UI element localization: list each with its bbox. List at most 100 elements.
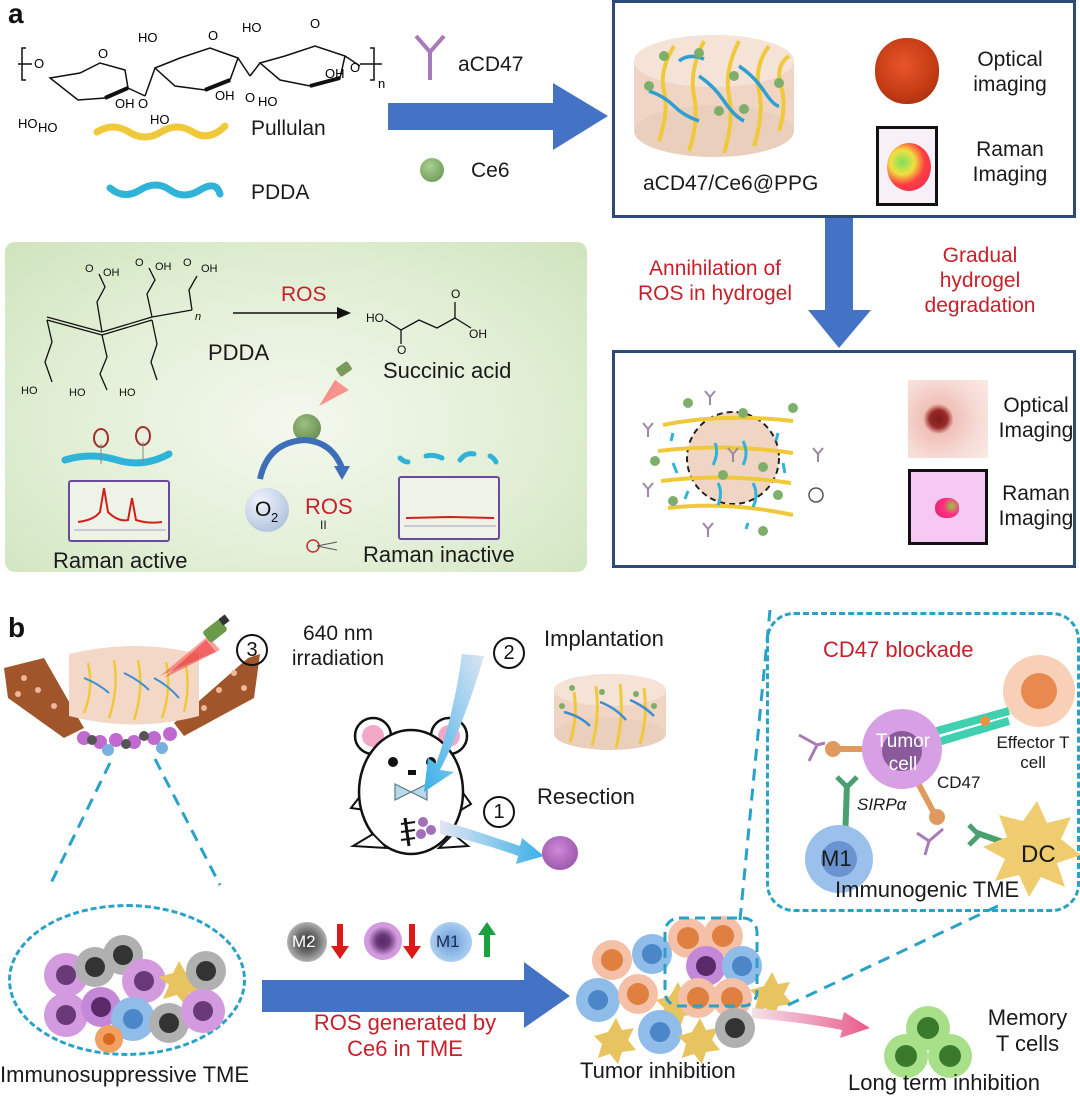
svg-text:O: O <box>135 257 144 269</box>
svg-text:OH: OH <box>115 96 135 111</box>
chem-o: O <box>34 56 44 71</box>
svg-text:HO: HO <box>119 387 136 399</box>
svg-text:HO: HO <box>21 385 38 397</box>
ros-reaction-arrow <box>233 307 351 319</box>
ros-treatment-arrow <box>262 962 570 1028</box>
pdda-structure: O OH O OH O OH HO HO HO n <box>21 257 218 399</box>
raman-image-intact <box>876 126 938 206</box>
tumor-decrease-arrow <box>403 924 421 959</box>
panel-b-letter: b <box>8 612 26 643</box>
resected-tumor-icon <box>542 836 578 870</box>
irradiation-label: 640 nm irradiation <box>291 622 385 671</box>
equals-sign: II <box>320 518 327 532</box>
step-1-badge: 1 <box>483 796 515 828</box>
mouse-illustration <box>349 716 473 856</box>
degraded-hydrogel-illustration <box>642 390 824 537</box>
hydrogel-name: aCD47/Ce6@PPG <box>643 172 819 195</box>
step-3-badge: 3 <box>236 634 268 666</box>
ros-arrow-label: ROS <box>281 283 327 306</box>
svg-text:HO: HO <box>258 94 278 109</box>
pullulan-strand-icon <box>93 122 229 141</box>
svg-text:OH: OH <box>215 88 235 103</box>
optical-imaging-label-2: Optical Imaging <box>998 394 1074 443</box>
hydrogel-box: aCD47/Ce6@PPG Optical imaging Raman Imag… <box>612 0 1076 218</box>
tumor-inhibition-cluster <box>576 916 792 1064</box>
panel-a-letter: a <box>8 0 24 29</box>
zoom-lines-right <box>738 609 1001 1007</box>
svg-text:O: O <box>98 46 108 61</box>
svg-text:O: O <box>245 90 255 105</box>
svg-text:OH: OH <box>155 261 172 273</box>
raman-spectrum-active <box>68 480 170 542</box>
ros-generated-tme-label: ROS generated by Ce6 in TME <box>313 1010 497 1062</box>
svg-text:OH: OH <box>469 327 487 341</box>
svg-text:n: n <box>195 311 201 323</box>
degradation-arrow <box>808 218 871 348</box>
implantation-arrow <box>424 654 484 792</box>
implanted-hydrogel-site <box>4 646 260 756</box>
m1-label: M1 <box>821 846 852 871</box>
succinic-acid-label: Succinic acid <box>383 358 512 383</box>
fragmented-pdda <box>397 451 499 465</box>
energy-transfer-arrow <box>257 436 350 480</box>
raman-inactive-label: Raman inactive <box>363 542 515 567</box>
ros-generated-label: ROS <box>305 494 353 519</box>
resection-label: Resection <box>537 784 635 809</box>
raman-imaging-label-1: Raman Imaging <box>972 138 1048 187</box>
ce6-icon <box>420 158 444 182</box>
cd47-blockade-label: CD47 blockade <box>823 637 974 662</box>
svg-text:OH: OH <box>201 263 218 275</box>
effector-t-cell-label: Effector T cell <box>996 733 1070 773</box>
pdda-reactant-label: PDDA <box>208 340 270 365</box>
laser-640nm-icon <box>160 614 230 678</box>
raman-imaging-label-2: Raman Imaging <box>998 482 1074 531</box>
m1-cell-icon-small: M1 <box>430 922 472 962</box>
hydrogel-implant-icon <box>554 674 666 750</box>
svg-text:HO: HO <box>69 387 86 399</box>
oxygen-molecule: O 2 <box>245 488 289 532</box>
immunogenic-tme-box: CD47 blockade Tumor cell Effector T cell… <box>766 612 1080 912</box>
laser-icon <box>319 361 352 408</box>
raman-image-degraded <box>908 469 988 545</box>
cd47-label: CD47 <box>937 773 981 792</box>
svg-text:HO: HO <box>138 30 158 45</box>
memory-t-cells-icon <box>884 1006 972 1078</box>
pdda-label: PDDA <box>251 181 310 204</box>
ce6-label: Ce6 <box>471 159 510 182</box>
svg-text:OH: OH <box>103 267 120 279</box>
immunosuppressive-tme-label: Immunosuppressive TME <box>0 1062 250 1087</box>
svg-text:HO: HO <box>38 120 58 135</box>
resection-arrow <box>440 820 544 864</box>
cd47-blockade-illustration <box>798 655 1080 897</box>
svg-text:n: n <box>378 76 385 91</box>
svg-text:O: O <box>85 263 94 275</box>
pdda-strand-icon <box>106 181 224 199</box>
zoom-cone-left <box>48 758 222 886</box>
svg-text:HO: HO <box>150 112 170 127</box>
annihilation-label: Annihilation of ROS in hydrogel <box>637 257 793 306</box>
gradual-degradation-label: Gradual hydrogel degradation <box>924 244 1036 318</box>
degraded-hydrogel-box: Optical Imaging Raman Imaging <box>612 350 1076 568</box>
svg-text:O: O <box>138 96 148 111</box>
svg-text:HO: HO <box>242 20 262 35</box>
svg-text:O: O <box>183 257 192 269</box>
svg-text:HO: HO <box>366 311 384 325</box>
long-term-arrow <box>752 1008 870 1038</box>
m2-cell-icon: M2 <box>287 922 327 962</box>
svg-text:O: O <box>350 60 360 75</box>
raman-active-label: Raman active <box>53 548 188 573</box>
acd47-label: aCD47 <box>458 53 524 76</box>
scissors-icon <box>306 539 338 553</box>
dc-label: DC <box>1021 841 1056 868</box>
svg-text:HO: HO <box>18 116 38 131</box>
immunogenic-tme-label: Immunogenic TME <box>835 877 1020 902</box>
m1-increase-arrow <box>478 922 496 957</box>
implantation-label: Implantation <box>544 626 664 651</box>
pdda-chain-with-scissors <box>61 426 173 467</box>
pullulan-label: Pullulan <box>251 117 326 140</box>
sirpa-label: SIRPα <box>857 795 907 814</box>
svg-text:O: O <box>310 16 320 31</box>
antibody-icon <box>414 34 446 80</box>
